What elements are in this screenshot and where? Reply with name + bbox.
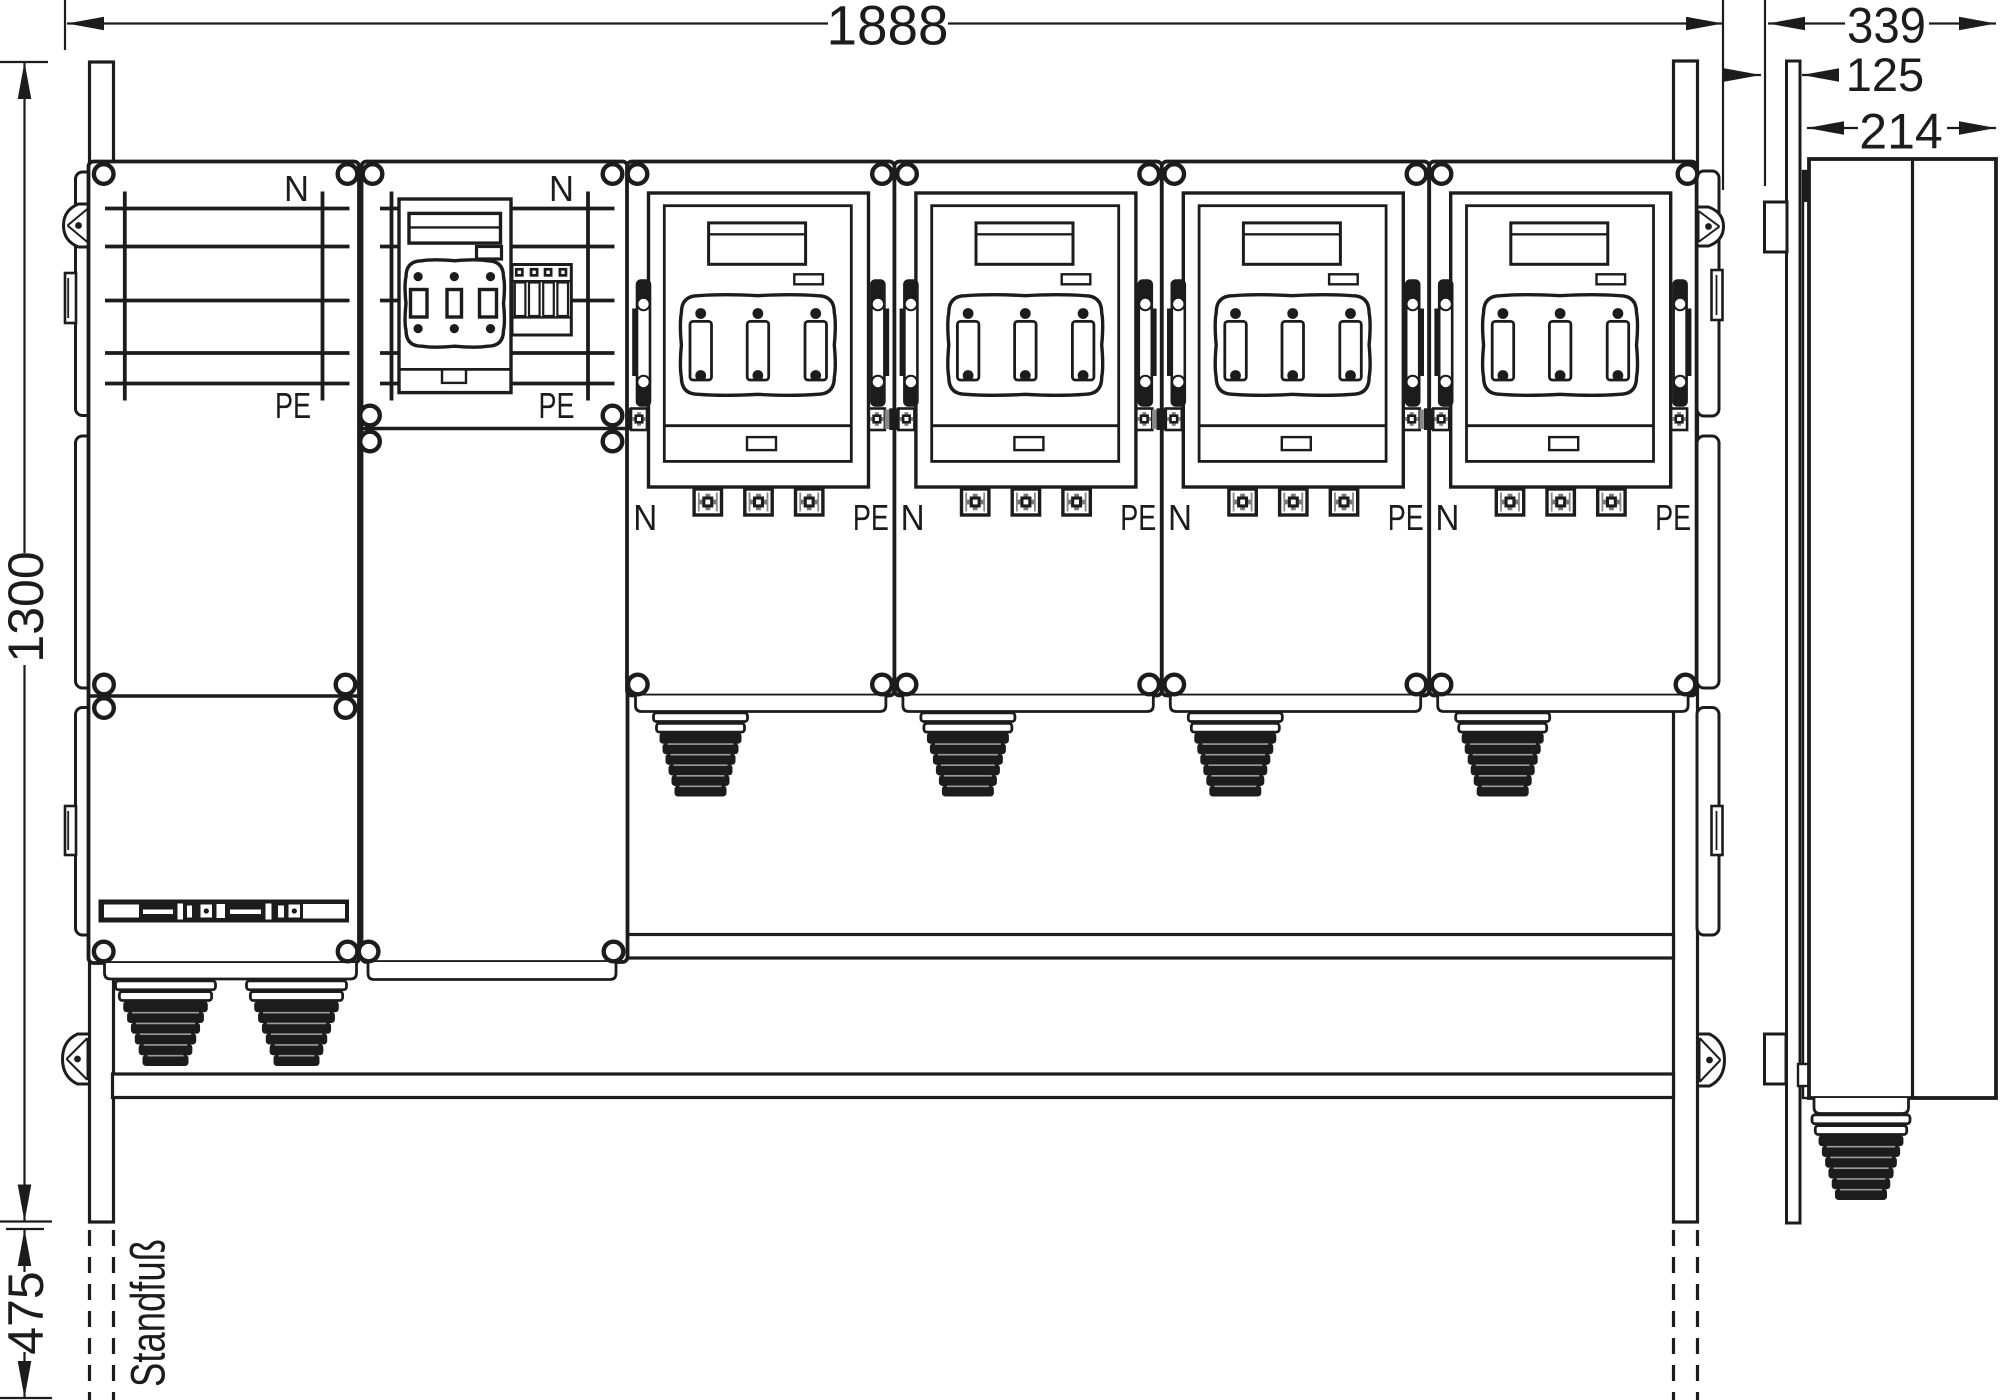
svg-text:N: N — [633, 497, 657, 538]
svg-text:339: 339 — [1847, 0, 1926, 54]
svg-text:PE: PE — [539, 385, 575, 426]
svg-text:Standfuß: Standfuß — [123, 1239, 176, 1387]
svg-text:N: N — [1168, 497, 1192, 538]
svg-text:1300: 1300 — [0, 551, 54, 662]
svg-text:N: N — [1435, 497, 1459, 538]
svg-text:PE: PE — [853, 497, 889, 538]
svg-text:PE: PE — [275, 385, 311, 426]
svg-text:125: 125 — [1846, 48, 1924, 101]
svg-text:N: N — [549, 168, 574, 209]
svg-text:PE: PE — [1655, 497, 1691, 538]
svg-text:475: 475 — [0, 1271, 54, 1354]
svg-text:214: 214 — [1859, 104, 1942, 160]
svg-text:1888: 1888 — [827, 0, 949, 57]
svg-text:PE: PE — [1388, 497, 1424, 538]
svg-text:N: N — [901, 497, 925, 538]
svg-text:PE: PE — [1120, 497, 1156, 538]
svg-text:N: N — [284, 168, 309, 209]
